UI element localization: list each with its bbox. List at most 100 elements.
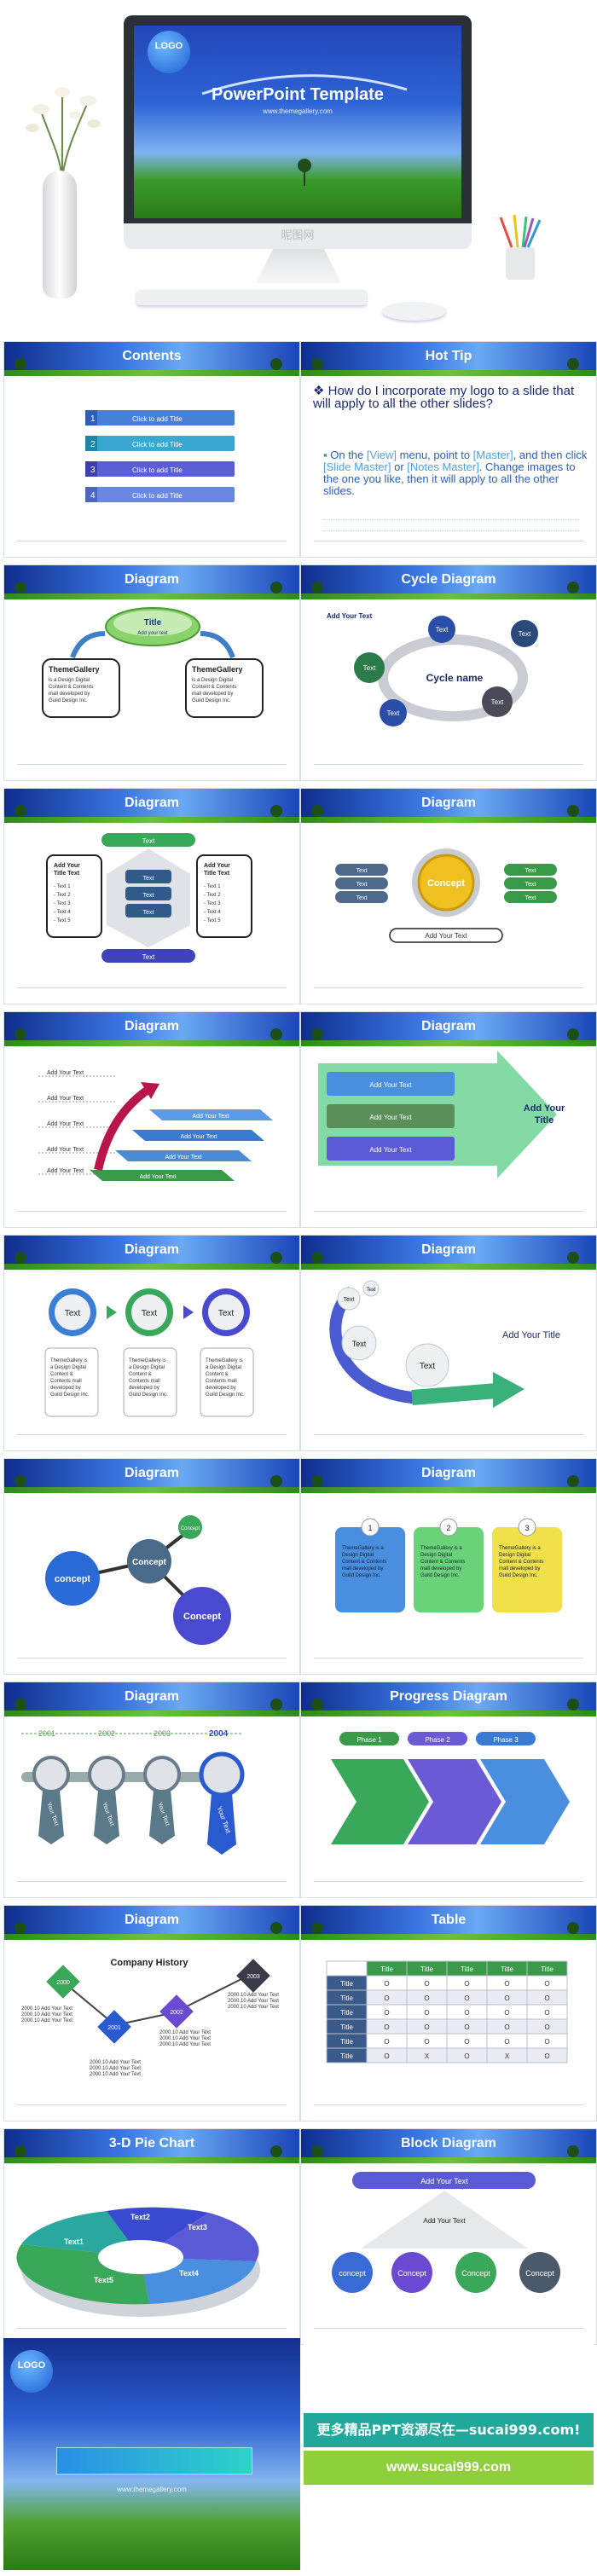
svg-text:Phase 1: Phase 1 — [356, 1736, 382, 1744]
svg-text:Cycle name: Cycle name — [426, 672, 484, 684]
svg-text:2000.10 Add Your Text: 2000.10 Add Your Text — [228, 1999, 279, 2004]
promo-link[interactable]: www.sucai999.com — [304, 2451, 594, 2485]
svg-text:is a Design Digital: is a Design Digital — [192, 678, 233, 683]
table-cell-text: O — [504, 2009, 509, 2017]
contents-item[interactable]: 3 Click to add Title — [85, 461, 235, 477]
svg-text:a Design Digital: a Design Digital — [206, 1365, 241, 1370]
slide-diagram: Diagram Add Your Text Add Your Text Add … — [3, 1011, 300, 1228]
slide-title: Block Diagram — [400, 2136, 497, 2151]
slide-header: Hot Tip — [301, 342, 596, 376]
svg-text:Concept: Concept — [397, 2269, 426, 2278]
svg-text:Concept: Concept — [427, 878, 465, 889]
svg-text:- Text 5: - Text 5 — [204, 918, 221, 923]
table-cell-text: O — [464, 2009, 469, 2017]
svg-text:ThemeGallery is: ThemeGallery is — [50, 1358, 88, 1363]
slide-header: Diagram — [4, 1012, 299, 1046]
fineprint — [323, 519, 579, 531]
contents-item[interactable]: 4 Click to add Title — [85, 487, 235, 502]
slide-header: Diagram — [4, 1236, 299, 1270]
table-cell-text: X — [505, 2052, 510, 2060]
svg-text:concept: concept — [55, 1574, 91, 1584]
table-cell-text: O — [384, 1980, 389, 1988]
slide-header: Table — [301, 1906, 596, 1940]
svg-text:- Text 3: - Text 3 — [204, 901, 221, 906]
diagram-graphic: Text Text Text ThemeGallery isa Design D… — [44, 1288, 254, 1417]
svg-text:Add Your Text: Add Your Text — [425, 932, 467, 940]
promo-banner[interactable]: 更多精品PPT资源尽在—sucai999.com! — [304, 2413, 594, 2447]
slide-block-diagram: Block Diagram Add Your Text Add Your Tex… — [300, 2128, 597, 2345]
table-cell-text: O — [504, 1980, 509, 1988]
table-cell-text: Title — [461, 1965, 473, 1973]
svg-text:Add Your Text: Add Your Text — [327, 612, 373, 620]
history-graphic: Company History 2000 2001 2002 2003 2000… — [21, 1958, 279, 2077]
table-cell-text: O — [384, 2023, 389, 2031]
monitor-stand — [256, 249, 341, 283]
arc-decoration-icon — [201, 74, 408, 96]
table-cell-text: Title — [340, 2052, 353, 2060]
svg-text:Text: Text — [143, 876, 154, 882]
slide-title: Diagram — [420, 1242, 477, 1257]
promo-panel: 更多精品PPT资源尽在—sucai999.com! www.sucai999.c… — [304, 2338, 594, 2570]
table-cell-text: O — [384, 2009, 389, 2017]
monitor: LOGO PowerPoint Template www.themegaller… — [124, 15, 472, 244]
svg-text:ThemeGallery is a: ThemeGallery is a — [420, 1546, 462, 1551]
svg-text:Add Your Text: Add Your Text — [47, 1147, 84, 1153]
svg-text:ThemeGallery is: ThemeGallery is — [206, 1358, 243, 1363]
svg-text:developed by: developed by — [129, 1386, 159, 1391]
svg-text:Text: Text — [344, 1297, 355, 1303]
svg-text:mall developed by: mall developed by — [192, 692, 233, 697]
table-cell-text: O — [464, 1980, 469, 1988]
slide-title: Diagram — [124, 1913, 180, 1927]
table-cell — [526, 2047, 568, 2064]
svg-text:Guild Design Inc.: Guild Design Inc. — [206, 1392, 245, 1398]
table-cell-text: O — [544, 2009, 549, 2017]
svg-text:Text: Text — [65, 1309, 81, 1318]
pencil-cup-icon — [499, 214, 542, 280]
table-cell-text: O — [384, 1994, 389, 2002]
svg-text:Text1: Text1 — [64, 2237, 84, 2246]
svg-text:2000.10 Add Your Text: 2000.10 Add Your Text — [21, 2018, 72, 2023]
table-cell-text: O — [504, 2038, 509, 2046]
svg-text:mall developed by: mall developed by — [499, 1566, 540, 1572]
svg-text:Guild Design Inc.: Guild Design Inc. — [129, 1392, 168, 1398]
svg-text:Design Digital: Design Digital — [499, 1553, 530, 1558]
svg-text:Add Your Text: Add Your Text — [423, 2217, 466, 2225]
svg-text:- Text 3: - Text 3 — [54, 901, 71, 906]
svg-text:Text: Text — [356, 882, 368, 888]
svg-text:Content &: Content & — [129, 1372, 152, 1377]
svg-text:Content & Contents: Content & Contents — [192, 685, 236, 690]
table-cell-text: O — [424, 2023, 429, 2031]
logo-badge: LOGO — [10, 2350, 53, 2393]
slide-header: Diagram — [4, 1682, 299, 1716]
svg-text:Text: Text — [143, 910, 154, 916]
table-cell-text: O — [464, 2052, 469, 2060]
svg-text:Text: Text — [387, 709, 400, 717]
svg-text:3: 3 — [90, 466, 96, 475]
svg-text:Click to add Title: Click to add Title — [132, 466, 183, 474]
slide-diagram: Diagram Text Text Text Text Text Text Co… — [300, 788, 597, 1004]
table-cell-text: Title — [340, 1994, 353, 2002]
svg-text:Content & Contents: Content & Contents — [342, 1560, 386, 1565]
contents-item[interactable]: 2 Click to add Title — [85, 436, 235, 451]
svg-text:developed by: developed by — [50, 1386, 81, 1391]
svg-text:2003: 2003 — [154, 1729, 171, 1738]
tree-icon — [298, 159, 311, 186]
svg-text:2001: 2001 — [38, 1729, 55, 1738]
slide-title: Diagram — [124, 1689, 180, 1704]
slide-title: Diagram — [124, 796, 180, 810]
contents-item[interactable]: 1 Click to add Title — [85, 410, 235, 425]
slide-diagram: Diagram 2001 2002 2003 2004 Your Text Yo… — [3, 1682, 300, 1898]
slide-title: Progress Diagram — [390, 1689, 507, 1704]
diagram-graphic: 2001 2002 2003 2004 Your Text Your Text … — [21, 1729, 245, 1855]
svg-text:mall developed by: mall developed by — [49, 692, 90, 697]
svg-text:a Design Digital: a Design Digital — [129, 1365, 165, 1370]
svg-text:2000.10 Add Your Text: 2000.10 Add Your Text — [159, 2042, 211, 2047]
mouse-icon — [382, 302, 446, 321]
slide-header: Contents — [4, 342, 299, 376]
svg-text:Guild Design Inc.: Guild Design Inc. — [420, 1573, 460, 1578]
diagram-graphic: Text Text Text Text Text Text Concept Ad… — [335, 848, 557, 943]
table-cell-text: O — [424, 1980, 429, 1988]
table-cell-text: Title — [340, 2038, 353, 2046]
diagram-graphic: Add Your Text Add Your Text Add Your Tex… — [318, 1051, 565, 1178]
